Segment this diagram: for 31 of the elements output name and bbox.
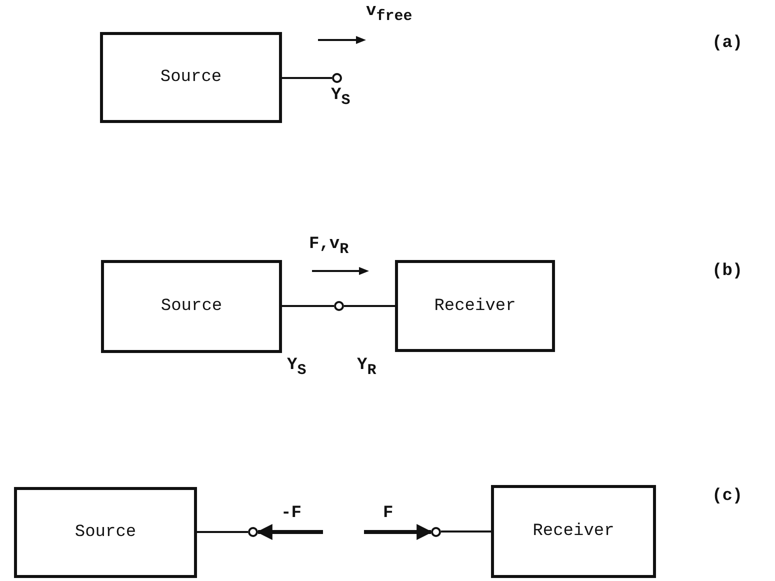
block-box [101, 260, 282, 353]
panel-label: (c) [712, 488, 743, 505]
block-box [395, 260, 555, 352]
edge-label: -F [281, 505, 302, 522]
block-box [14, 487, 197, 578]
terminal-circle [431, 527, 441, 537]
block-name: Source [74, 523, 136, 542]
velocity-label: v$_{free}$ [366, 3, 412, 24]
block-name: Receiver [434, 296, 516, 316]
panel-label: (a) [712, 35, 743, 52]
block-name: Source [160, 68, 222, 87]
force-arrow [364, 524, 433, 540]
admittance-label: Y$_{R}$ [357, 357, 376, 378]
panel-label: (b) [712, 263, 743, 280]
block-box [100, 32, 282, 123]
block-name: Source [160, 297, 222, 316]
force-velocity-label: F,v$_{R}$ [309, 236, 349, 257]
force-arrow [256, 524, 323, 540]
terminal-circle [332, 73, 342, 83]
block-name: Receiver [532, 522, 614, 541]
edge-label: F [383, 505, 394, 522]
connector-line [282, 305, 334, 307]
connector-line [197, 531, 248, 533]
connector-line [441, 530, 491, 532]
connector-line [344, 305, 395, 307]
terminal-circle [248, 527, 258, 537]
admittance-label: Y$_{S}$ [287, 357, 306, 378]
connector-line [282, 77, 332, 79]
terminal-circle [334, 301, 344, 311]
block-box [491, 485, 656, 578]
admittance-label: Y$_{S}$ [331, 87, 350, 108]
